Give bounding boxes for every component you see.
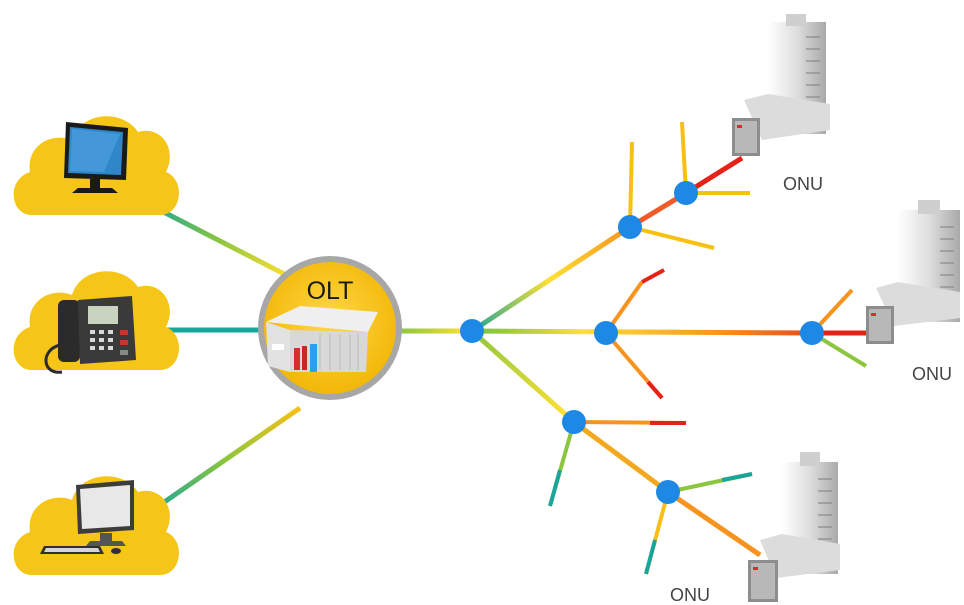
splitter-node bbox=[800, 321, 824, 345]
splitter-node bbox=[674, 181, 698, 205]
link-monitor-olt bbox=[148, 202, 294, 281]
onu-label: ONU bbox=[912, 364, 952, 384]
desktop-computer-icon bbox=[40, 480, 134, 554]
building-icon bbox=[732, 14, 830, 156]
splitter-node bbox=[460, 319, 484, 343]
olt-label: OLT bbox=[307, 277, 354, 305]
fiber-branches bbox=[470, 121, 868, 575]
olt-node: OLT bbox=[258, 256, 472, 400]
splitter-node bbox=[656, 480, 680, 504]
client-computer bbox=[13, 476, 179, 575]
building-icon bbox=[866, 200, 960, 344]
link-computer-olt bbox=[148, 405, 302, 515]
onu-top: ONU bbox=[732, 14, 830, 194]
building-icon bbox=[748, 452, 840, 602]
splitter-node bbox=[562, 410, 586, 434]
client-phone bbox=[13, 271, 179, 374]
onu-middle: ONU bbox=[866, 200, 960, 384]
client-monitor bbox=[13, 116, 179, 215]
splitter-nodes bbox=[460, 181, 824, 504]
splitter-node bbox=[594, 321, 618, 345]
onu-label: ONU bbox=[670, 585, 710, 605]
onu-label: ONU bbox=[783, 174, 823, 194]
olt-device-icon bbox=[266, 306, 378, 372]
desk-phone-icon bbox=[44, 296, 136, 374]
splitter-node bbox=[618, 215, 642, 239]
monitor-icon bbox=[64, 122, 128, 193]
onu-bottom: ONU bbox=[670, 452, 840, 605]
